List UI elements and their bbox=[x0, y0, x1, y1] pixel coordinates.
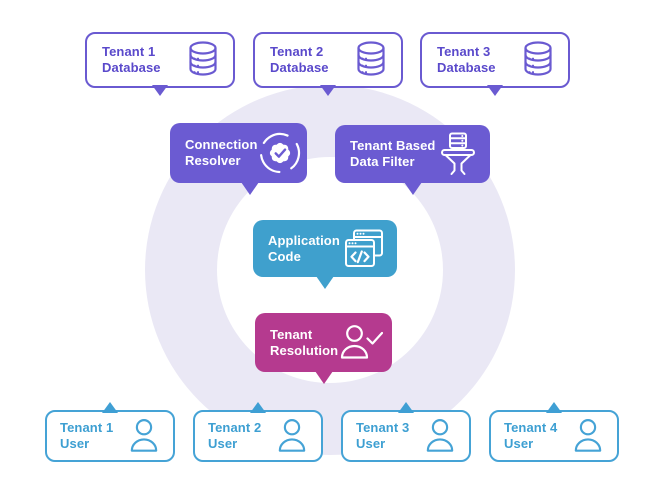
tenant-1-user-box: Tenant 1 User bbox=[45, 402, 175, 462]
label-line-2: Code bbox=[268, 248, 301, 264]
application-code-label: Application Code bbox=[268, 233, 340, 265]
label-line-1: Tenant Based bbox=[350, 138, 436, 153]
bubble-tail-down bbox=[314, 371, 333, 384]
label-line-2: User bbox=[208, 436, 238, 451]
label-line-1: Tenant 2 bbox=[270, 44, 324, 59]
database-icon bbox=[189, 41, 217, 76]
sync-badge-check-icon bbox=[257, 131, 302, 175]
label-line-1: Tenant 1 bbox=[60, 420, 114, 435]
label-line-2: Resolution bbox=[270, 342, 339, 358]
arrow-up-connector bbox=[102, 402, 118, 413]
label-line-1: Tenant 3 bbox=[437, 44, 491, 59]
label-line-1: Tenant 1 bbox=[102, 44, 156, 59]
label-line-1: Tenant bbox=[270, 326, 313, 342]
bubble-tail-down bbox=[316, 276, 334, 289]
label-line-2: Database bbox=[437, 60, 496, 75]
person-icon bbox=[426, 418, 454, 452]
database-icon bbox=[357, 41, 385, 76]
tenant-1-database-box: Tenant 1 Database bbox=[85, 32, 235, 96]
data-filter-label: Tenant Based Data Filter bbox=[350, 138, 435, 170]
person-icon bbox=[130, 418, 158, 452]
label-line-2: Data Filter bbox=[350, 154, 415, 169]
tenant-4-user-box: Tenant 4 User bbox=[489, 402, 619, 462]
tenant-3-user-box: Tenant 3 User bbox=[341, 402, 471, 462]
label-line-2: Resolver bbox=[185, 153, 241, 168]
tenant-3-database-label: Tenant 3 Database bbox=[437, 44, 496, 76]
tenant-3-database-box: Tenant 3 Database bbox=[420, 32, 570, 96]
tenant-3-user-label: Tenant 3 User bbox=[356, 420, 409, 452]
tenant-2-user-box: Tenant 2 User bbox=[193, 402, 323, 462]
bubble-tail-down bbox=[240, 182, 259, 195]
user-check-icon bbox=[341, 324, 384, 359]
tenant-resolution-label: Tenant Resolution bbox=[270, 327, 338, 359]
tenant-4-user-label: Tenant 4 User bbox=[504, 420, 557, 452]
label-line-1: Tenant 3 bbox=[356, 420, 410, 435]
tenant-1-user-label: Tenant 1 User bbox=[60, 420, 113, 452]
connection-resolver-box: Connection Resolver bbox=[170, 123, 307, 195]
arrow-up-connector bbox=[250, 402, 266, 413]
arrow-up-connector bbox=[546, 402, 562, 413]
tenant-2-database-box: Tenant 2 Database bbox=[253, 32, 403, 96]
tenant-resolution-box: Tenant Resolution bbox=[255, 313, 392, 384]
connection-resolver-label: Connection Resolver bbox=[185, 137, 258, 169]
code-windows-icon bbox=[344, 229, 384, 268]
label-line-1: Application bbox=[268, 232, 340, 248]
arrow-up-connector bbox=[398, 402, 414, 413]
server-funnel-icon bbox=[441, 132, 475, 175]
label-line-1: Tenant 4 bbox=[504, 420, 558, 435]
database-icon bbox=[524, 41, 552, 76]
tenant-2-user-label: Tenant 2 User bbox=[208, 420, 261, 452]
label-line-2: User bbox=[504, 436, 534, 451]
tenant-2-database-label: Tenant 2 Database bbox=[270, 44, 329, 76]
tenant-based-data-filter-box: Tenant Based Data Filter bbox=[335, 125, 490, 195]
label-line-2: Database bbox=[102, 60, 161, 75]
application-code-box: Application Code bbox=[253, 220, 397, 289]
label-line-2: User bbox=[60, 436, 90, 451]
arrow-down-connector bbox=[152, 85, 168, 96]
tenant-1-database-label: Tenant 1 Database bbox=[102, 44, 161, 76]
person-icon bbox=[574, 418, 602, 452]
label-line-1: Connection bbox=[185, 137, 258, 152]
person-icon bbox=[278, 418, 306, 452]
arrow-down-connector bbox=[487, 85, 503, 96]
label-line-2: Database bbox=[270, 60, 329, 75]
label-line-1: Tenant 2 bbox=[208, 420, 262, 435]
label-line-2: User bbox=[356, 436, 386, 451]
bubble-tail-down bbox=[403, 182, 422, 195]
arrow-down-connector bbox=[320, 85, 336, 96]
